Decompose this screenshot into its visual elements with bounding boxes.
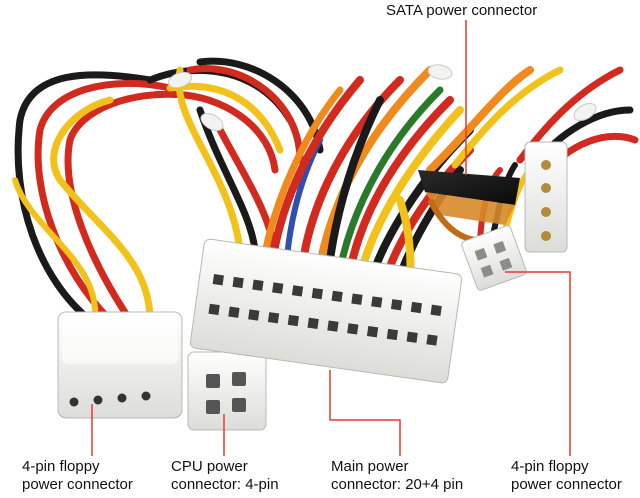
wires-left-floppy [12, 71, 189, 324]
leader-floppy-right [505, 271, 571, 456]
label-main-line2: connector: 20+4 pin [331, 476, 464, 493]
wires-upper-loop [146, 57, 324, 259]
cpu-connector-body [187, 351, 267, 431]
right-floppy-connector-body [524, 141, 568, 253]
label-sata-power-connector: SATA power connector [386, 2, 538, 19]
label-left-floppy-line2: power connector [22, 476, 133, 493]
label-cpu-line1: CPU power [171, 458, 248, 475]
main-connector-body [189, 238, 463, 384]
label-cpu-power-connector: CPU power connector: 4-pin [171, 458, 279, 494]
label-main-power-connector: Main power connector: 20+4 pin [331, 458, 463, 494]
label-main-line1: Main power [331, 458, 409, 475]
label-left-floppy-line1: 4-pin floppy [22, 458, 100, 475]
cable-ties [167, 64, 597, 132]
label-right-floppy-line2: power connector [511, 476, 622, 493]
sata-connector [418, 170, 520, 243]
label-cpu-line2: connector: 4-pin [171, 476, 279, 493]
leader-main [329, 370, 401, 456]
label-right-floppy-connector: 4-pin floppy power connector [511, 458, 622, 494]
label-left-floppy-connector: 4-pin floppy power connector [22, 458, 133, 494]
left-floppy-connector-body [57, 311, 183, 419]
leader-lines [91, 20, 571, 456]
label-right-floppy-line1: 4-pin floppy [511, 458, 589, 475]
small-right-connector [461, 225, 527, 291]
